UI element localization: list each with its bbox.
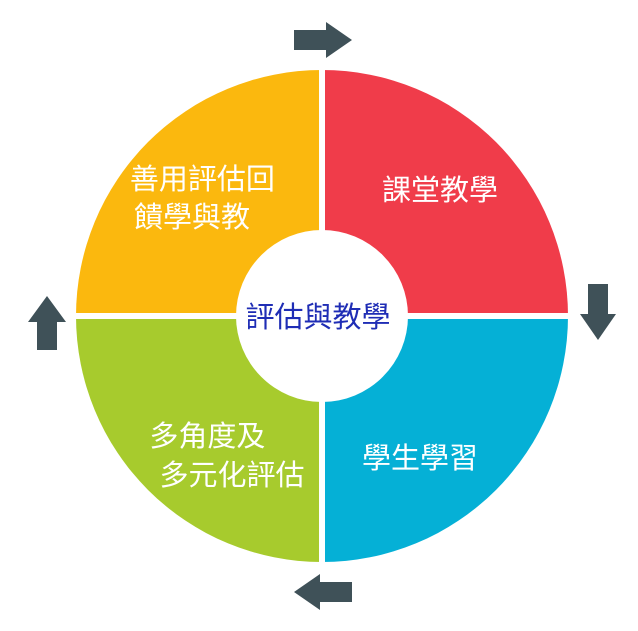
center-circle [236,230,408,402]
quadrant-label-bottom-left: 多角度及 多元化評估 [149,419,304,492]
arrow-down-icon [580,284,616,340]
quadrant-bottom-right [322,316,568,562]
quadrant-label-line: 饋學與教 [134,200,250,234]
quadrant-label-line: 善用評估回 [130,162,275,196]
quadrant-bottom-left [76,316,322,562]
quadrant-label-line: 多角度及 [149,419,265,453]
quadrant-label-line: 學生學習 [362,441,478,475]
arrow-left-icon [294,574,352,610]
quadrant-label-line: 課堂教學 [382,173,498,207]
center-label: 評估與教學 [245,300,390,334]
arrow-right-icon [294,22,352,58]
arrow-up-icon [28,296,66,350]
quadrant-label-line: 多元化評估 [159,458,304,492]
quadrant-label-top-right: 課堂教學 [382,173,498,207]
quadrant-top-left [76,70,322,316]
quadrant-label-bottom-right: 學生學習 [362,441,478,475]
quadrant-top-right [322,70,568,316]
quadrant-label-top-left: 善用評估回 饋學與教 [130,162,284,234]
